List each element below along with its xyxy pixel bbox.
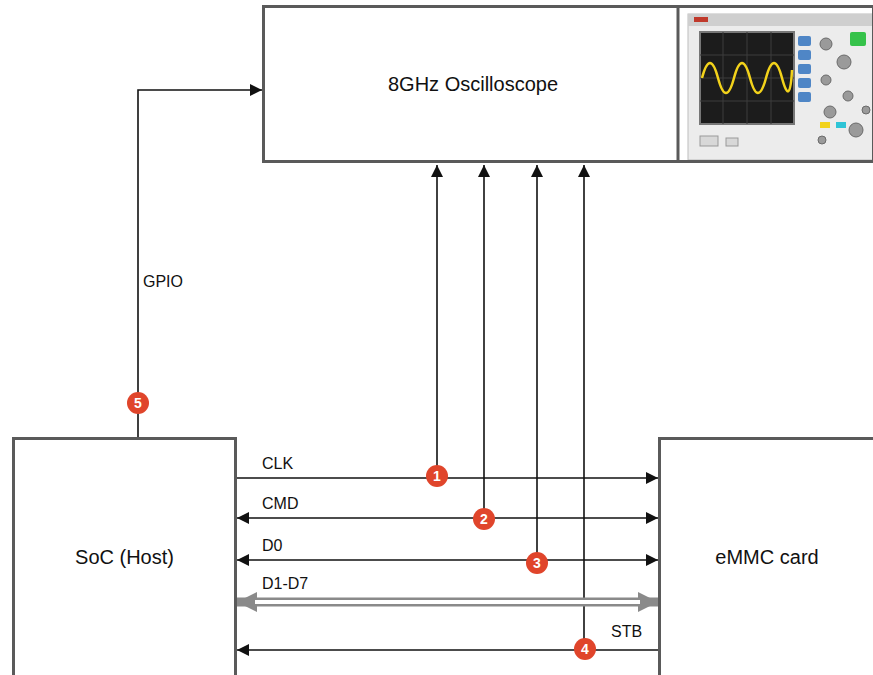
node-text-area: SoC (Host) — [15, 440, 234, 675]
panel-divider — [677, 5, 680, 163]
callout-number: 2 — [473, 508, 495, 530]
signal-name: GPIO — [143, 272, 183, 291]
connector-line — [237, 598, 658, 607]
signal-name: D1-D7 — [262, 574, 308, 593]
callout-number: 5 — [127, 392, 149, 414]
signal-arrow — [138, 90, 262, 437]
oscilloscope-picture — [688, 14, 873, 160]
probe-line — [583, 165, 585, 650]
probe-line — [436, 165, 438, 478]
node-text-area: 8GHz Oscilloscope — [265, 8, 681, 160]
signal-name: STB — [611, 622, 642, 641]
device-box: eMMC card — [658, 437, 873, 675]
signal-name: CLK — [262, 454, 293, 473]
bus-inner-line — [255, 600, 640, 604]
callout-number: 3 — [526, 552, 548, 574]
probe-lines — [437, 165, 584, 650]
node-label: SoC (Host) — [75, 546, 174, 569]
signal-name: D0 — [262, 536, 282, 555]
node-label: eMMC card — [715, 546, 818, 569]
connector-line — [237, 559, 658, 561]
probe-line — [536, 165, 538, 560]
connector-line — [138, 90, 262, 437]
oscilloscope-box: 8GHz Oscilloscope — [262, 5, 873, 163]
node-label: 8GHz Oscilloscope — [388, 73, 558, 96]
connector-line — [237, 517, 658, 519]
callout-number: 1 — [426, 465, 448, 487]
probe-line — [483, 165, 485, 518]
signal-name: CMD — [262, 494, 298, 513]
data-bus-arrow — [237, 602, 658, 603]
callout-number: 4 — [574, 638, 596, 660]
host-box: SoC (Host) — [12, 437, 237, 675]
signal-arrow — [237, 518, 658, 519]
signal-arrow — [237, 560, 658, 561]
node-text-area: eMMC card — [661, 440, 873, 675]
